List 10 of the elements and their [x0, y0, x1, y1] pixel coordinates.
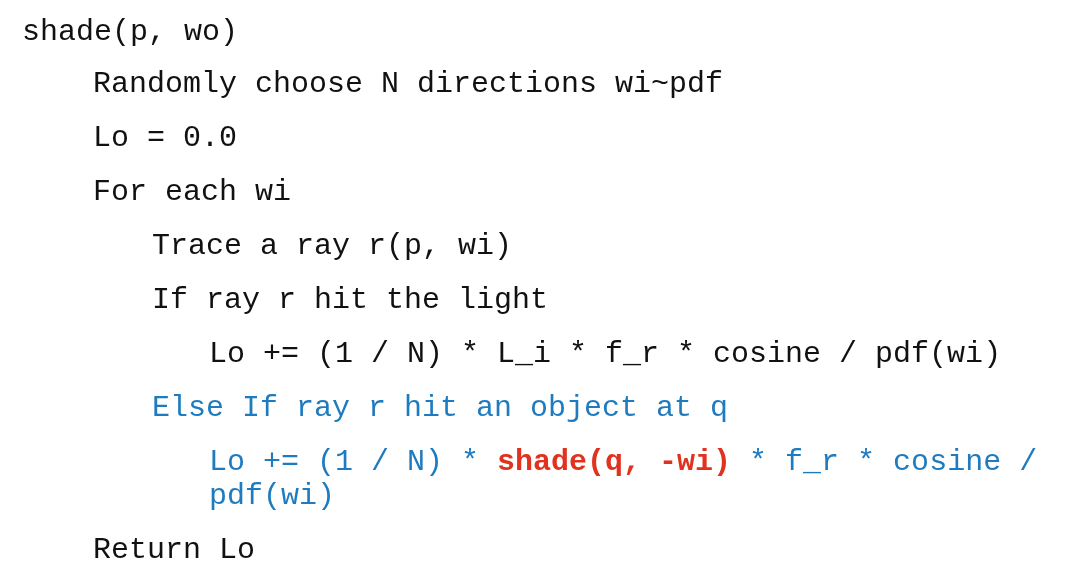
code-line: Lo += (1 / N) * L_i * f_r * cosine / pdf(wi)	[209, 337, 1002, 371]
code-line: Return Lo	[93, 533, 256, 567]
code-line: Lo += (1 / N) *shade(q, -wi)* f_r * cosine / pdf(wi)	[209, 445, 1039, 513]
code-line: Else If ray r hit an object at q	[152, 391, 729, 425]
code-line: Trace a ray r(p, wi)	[152, 229, 513, 263]
code-line: Randomly choose N directions wi~pdf	[93, 67, 724, 101]
code-line: For each wi	[93, 175, 292, 209]
code-line: shade(p, wo)	[22, 15, 239, 49]
code-line: Lo = 0.0	[93, 121, 238, 155]
code-line: If ray r hit the light	[152, 283, 549, 317]
